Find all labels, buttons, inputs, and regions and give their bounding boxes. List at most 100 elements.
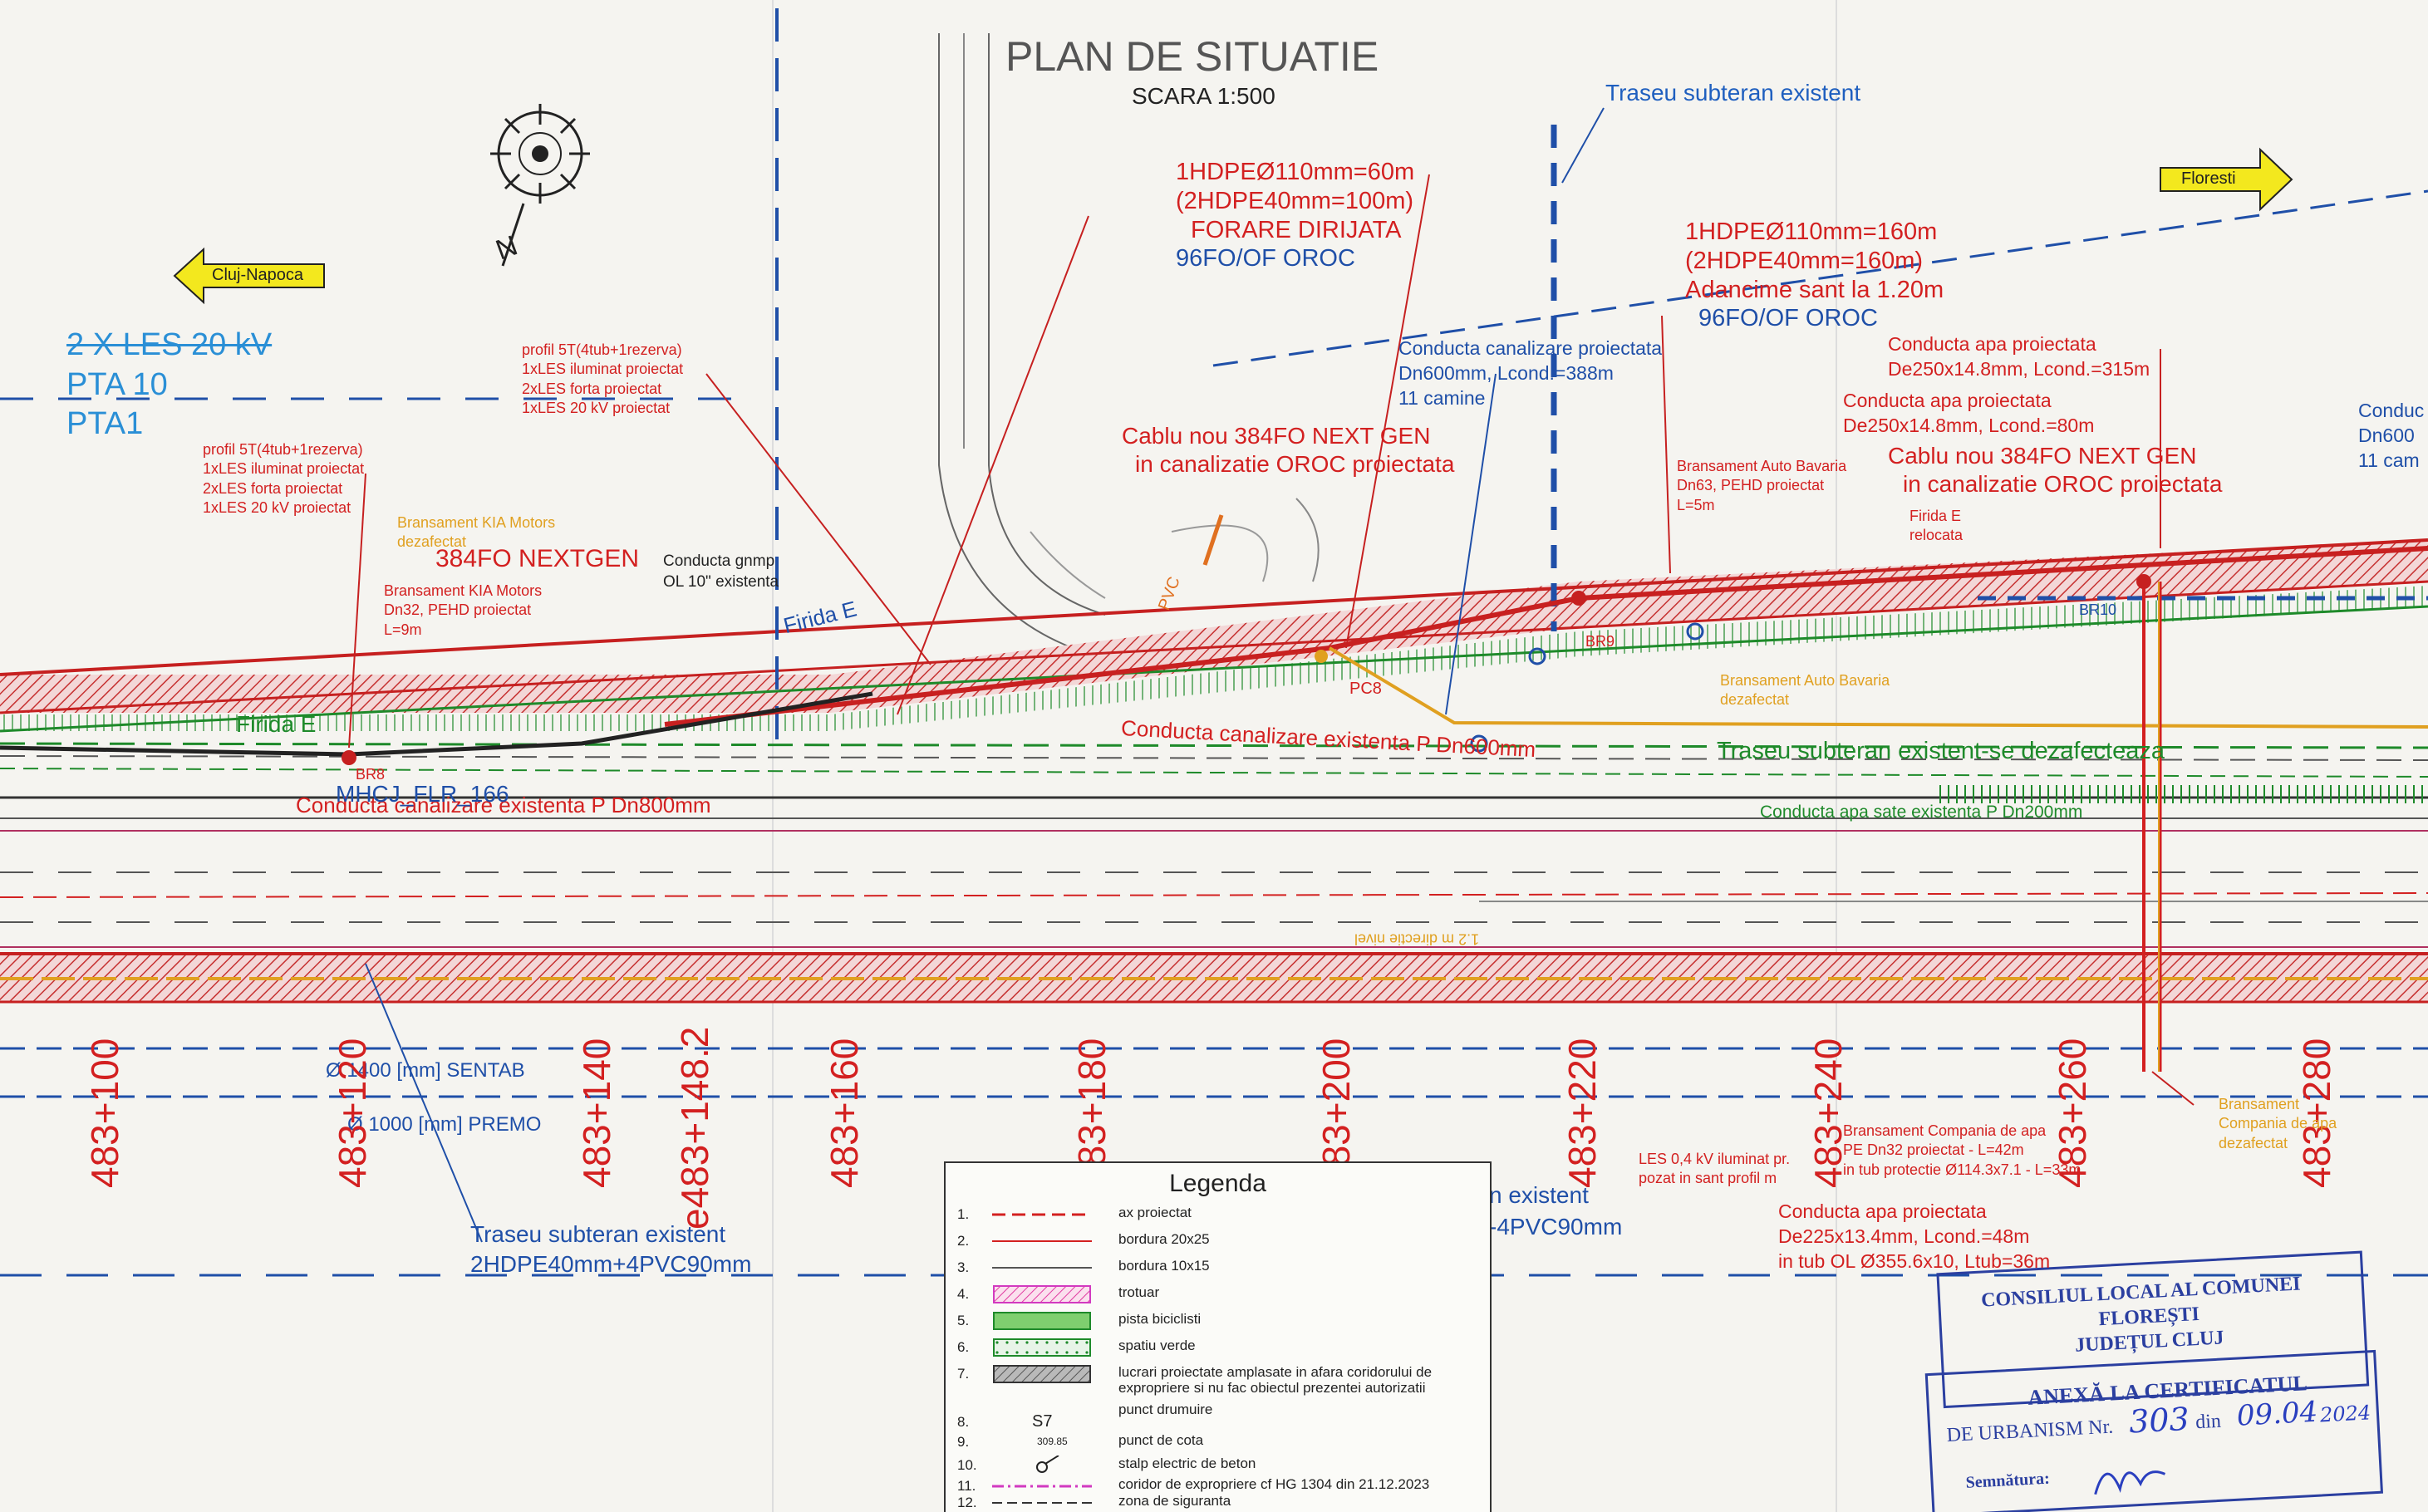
chainage-label: 483+120	[331, 1038, 374, 1188]
legend-label: bordura 20x25	[1118, 1231, 1210, 1247]
bavaria-label-1: Bransament Auto Bavaria Dn63, PEHD proie…	[1677, 458, 1847, 513]
legend-label: bordura 10x15	[1118, 1258, 1210, 1274]
cablu-label-1: Cablu nou 384FO NEXT GEN in canalizatie …	[1122, 423, 1455, 477]
pvc-mark	[1202, 514, 1224, 566]
chainage-label: 483+220	[1561, 1038, 1604, 1188]
orange-line	[1328, 646, 2428, 729]
blue-dashed	[1212, 189, 2428, 367]
firida-e-relocata-label: Firida E relocata	[1909, 508, 1964, 544]
legend-symbol-pole	[1036, 1456, 1059, 1473]
legend-label: zona de siguranta	[1118, 1493, 1231, 1509]
legend-item: 2. bordura 20x25	[946, 1230, 1490, 1254]
legend-num: 3.	[957, 1259, 970, 1275]
legend-symbol-sidewalk	[993, 1285, 1091, 1303]
apa-label-2: Conducta apa proiectata De250x14.8mm, Lc…	[1843, 390, 2095, 436]
legend-item: 8. S7 punct drumuire	[946, 1402, 1490, 1436]
axis-line	[0, 892, 2428, 898]
road-edge	[1295, 498, 1320, 582]
curb-line	[0, 538, 2428, 676]
legend-symbol-curb-20	[992, 1240, 1092, 1242]
hdpe-label-1: 1HDPEØ110mm=60m (2HDPE40mm=100m) FORARE …	[1176, 159, 1415, 272]
direction-right-label: Floresti	[2181, 169, 2236, 188]
scale-label: SCARA 1:500	[1132, 83, 1275, 109]
apa-existenta-label: Conducta apa sate existenta P Dn200mm	[1760, 803, 2083, 822]
legend-label: punct drumuire	[1118, 1402, 1213, 1417]
cablu-label-2: Cablu nou 384FO NEXT GEN in canalizatie …	[1888, 443, 2223, 497]
chainage-label: e483+148.2	[673, 1026, 716, 1230]
les-iluminat-label: LES 0,4 kV iluminat pr. pozat in sant pr…	[1639, 1151, 1791, 1187]
stamp-line: FLOREȘTI	[2097, 1303, 2200, 1331]
road-edge	[1171, 524, 1269, 582]
stamp-date: 09.04	[2235, 1395, 2319, 1433]
road-edge	[1030, 531, 1106, 599]
legend-item: 1. ax proiectat	[946, 1203, 1490, 1228]
legend-item: 5. pista biciclisti	[946, 1309, 1490, 1334]
legend-item: 6. spatiu verde	[946, 1336, 1490, 1361]
legend-item: 7. lucrari proiectate amplasate in afara…	[946, 1362, 1490, 1409]
legend-symbol-expropriation	[992, 1485, 1092, 1488]
legend-num: 12.	[957, 1495, 977, 1510]
les-block: 2 X LES 20 kV PTA 10 PTA1	[66, 327, 273, 441]
legend-symbol-axis	[992, 1213, 1092, 1216]
legend-num: 8.	[957, 1414, 970, 1430]
legend-item: 4. trotuar	[946, 1283, 1490, 1308]
traseu-top-label: Traseu subteran existent	[1605, 80, 1861, 106]
legend-num: 6.	[957, 1339, 970, 1355]
legend-symbol-green-space	[993, 1338, 1091, 1357]
profil-label-1: profil 5T(4tub+1rezerva) 1xLES iluminat …	[522, 341, 684, 417]
svg-text:N: N	[492, 229, 522, 266]
legend-num: 7.	[957, 1366, 970, 1382]
legend-label: coridor de expropriere cf HG 1304 din 21…	[1118, 1476, 1430, 1492]
pc8-label: PC8	[1349, 680, 1382, 698]
road-edge	[938, 33, 1098, 657]
directie-nivel-label: 1.2 m directie nivel	[1354, 930, 1480, 948]
legend-num: 1.	[957, 1206, 970, 1222]
legend-item: 10. stalp electric de beton	[946, 1454, 1490, 1479]
legend-title: Legenda	[1169, 1170, 1266, 1197]
legend-label: spatiu verde	[1118, 1338, 1196, 1353]
legend-symbol-bike-lane	[993, 1312, 1091, 1330]
profil-label-2: profil 5T(4tub+1rezerva) 1xLES iluminat …	[203, 441, 365, 517]
legend-label: stalp electric de beton	[1118, 1456, 1256, 1471]
green-edge	[0, 605, 2428, 733]
br9-label: BR9	[1585, 633, 1615, 650]
stamp-line: DE URBANISM Nr.	[1946, 1416, 2114, 1447]
chainage-label: 483+100	[83, 1038, 126, 1188]
stamp-border	[1924, 1250, 2384, 1512]
stamp-signature-label: Semnătura:	[1965, 1469, 2051, 1492]
kia-proiectat-label: Bransament KIA Motors Dn32, PEHD proiect…	[384, 582, 543, 638]
legend-num: 11.	[957, 1478, 976, 1494]
legend-label: trotuar	[1118, 1284, 1160, 1300]
legend-label: pista biciclisti	[1118, 1311, 1202, 1327]
road-edge	[988, 33, 1106, 616]
legend-label: ax proiectat	[1118, 1205, 1192, 1220]
green-edge	[0, 742, 2428, 749]
traseu-bottom-label-2: n existent -4PVC90mm	[1489, 1182, 1623, 1240]
firida-e-label: Firida E	[236, 711, 317, 737]
chainage-label: 483+160	[823, 1038, 866, 1188]
hdpe-label-2: 1HDPEØ110mm=160m (2HDPE40mm=160m) Adanci…	[1685, 218, 1944, 332]
legend-symbol-safety-zone	[992, 1502, 1092, 1504]
page-title: PLAN DE SITUATIE	[1005, 33, 1379, 80]
canalizare-existenta-800-label: Conducta canalizare existenta P Dn800mm	[296, 793, 711, 817]
red-cable	[664, 546, 2428, 727]
stamp-year: 2024	[2319, 1401, 2371, 1427]
premo-label: Ø 1000 [mm] PREMO	[347, 1113, 542, 1136]
kia-dezafectat-label: Bransament KIA Motors dezafectat	[397, 514, 556, 551]
legend-label: punct de cota	[1118, 1432, 1204, 1448]
legend-box: Legenda 1. ax proiectat 2. bordura 20x25…	[944, 1161, 1492, 1512]
legend-item: 11. coridor de expropriere cf HG 1304 di…	[946, 1475, 1490, 1500]
legend-symbol-elevation-point: 309.85	[1037, 1436, 1068, 1447]
legend-item: 3. bordura 10x15	[946, 1256, 1490, 1281]
apa-label-1: Conducta apa proiectata De250x14.8mm, Lc…	[1888, 333, 2150, 380]
br10-label: BR10	[2079, 601, 2117, 618]
legend-symbol-survey-point: S7	[1032, 1412, 1053, 1431]
fos-line	[0, 755, 2428, 761]
legend-item: 12. zona de siguranta	[946, 1491, 1490, 1512]
nextgen-label: 384FO NEXTGEN	[435, 545, 640, 572]
traseu-dezafecteaza-label: Traseu subteran existent-se dezafecteaza	[1717, 738, 2165, 764]
canalizare-proiectata-label: Conducta canalizare proiectata Dn600mm, …	[1398, 337, 1663, 409]
bike-lane-north	[0, 586, 2428, 731]
